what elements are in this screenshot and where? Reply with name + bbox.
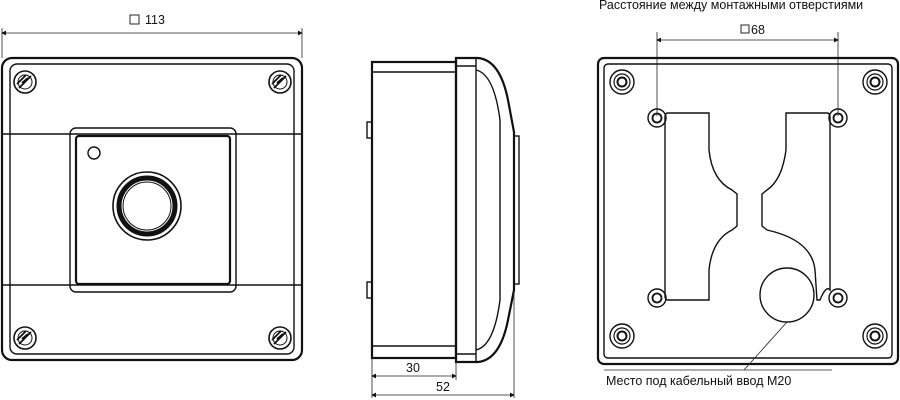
front-width-value: 113	[145, 13, 165, 27]
screw-icon	[268, 70, 292, 94]
mounting-hole-icon	[647, 108, 667, 128]
side-lid	[454, 56, 516, 364]
corner-boss-icon	[862, 323, 888, 349]
internal-recess	[664, 112, 738, 301]
depth-52-value: 52	[436, 380, 450, 394]
mounting-holes-title: Расстояние между монтажными отверстиями	[599, 0, 863, 12]
screw-icon	[268, 326, 292, 350]
corner-boss-icon	[609, 323, 635, 349]
mounting-hole-icon	[828, 108, 848, 128]
mounting-hole-icon	[828, 288, 848, 308]
push-button	[112, 171, 182, 241]
front-housing-outer	[0, 56, 304, 362]
mounting-distance-value: 68	[751, 23, 765, 37]
back-housing-inner	[603, 63, 893, 359]
back-view: Расстояние между монтажными отверстиями …	[596, 0, 900, 388]
side-base	[370, 60, 458, 360]
side-view: 30 52	[366, 56, 520, 398]
square-symbol	[129, 14, 140, 25]
square-symbol	[740, 24, 750, 34]
button-panel-outer	[69, 127, 237, 293]
internal-recess	[761, 112, 831, 301]
cable-entry	[759, 267, 815, 323]
mounting-distance-dimension: 68	[656, 23, 839, 116]
corner-boss-icon	[862, 69, 888, 95]
front-housing-inner	[9, 63, 295, 355]
front-width-dimension: 113	[1, 13, 303, 58]
depth-30-dimension: 30	[371, 358, 457, 398]
button-panel-inner	[74, 134, 232, 286]
screw-icon	[13, 70, 37, 94]
cable-entry-label: Место под кабельный ввод М20	[606, 374, 791, 388]
depth-30-value: 30	[406, 361, 420, 375]
back-housing-outer	[596, 56, 900, 366]
screw-icon	[13, 326, 37, 350]
front-view: 113	[0, 13, 304, 362]
depth-52-dimension: 52	[371, 292, 515, 398]
corner-boss-icon	[609, 69, 635, 95]
indicator-dot	[87, 146, 101, 160]
mounting-hole-icon	[647, 288, 667, 308]
